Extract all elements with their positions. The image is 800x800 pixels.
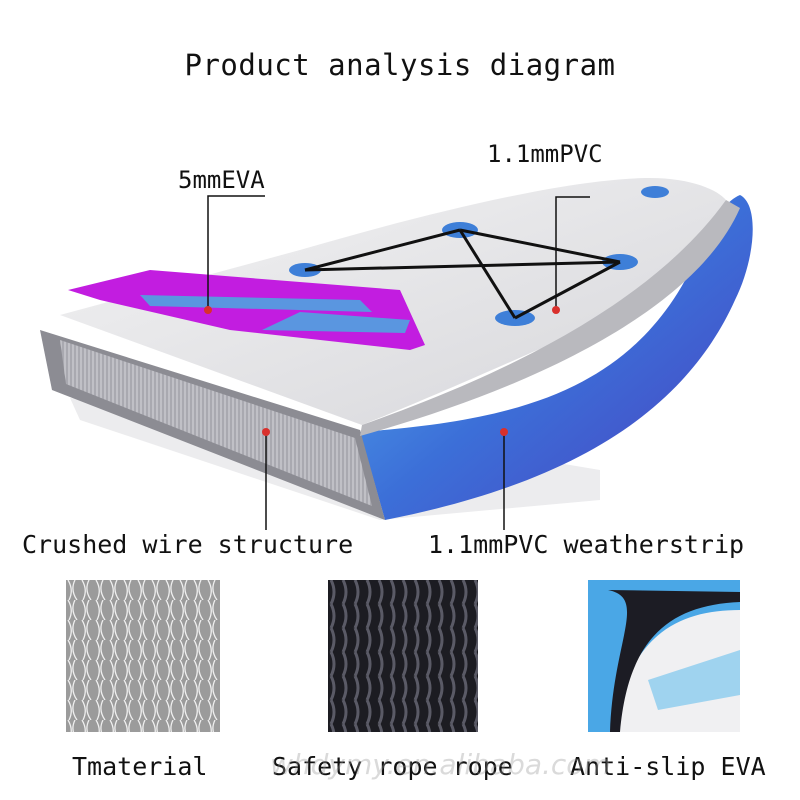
watermark: whdymy.en.alibaba.com: [270, 748, 611, 781]
pvc-weatherstrip-rail: [360, 195, 753, 520]
eva-stripe-1: [140, 295, 372, 312]
label-5mm-eva: 5mmEVA: [178, 166, 265, 194]
fiber-material-icon: [66, 580, 220, 732]
label-crushed-wire: Crushed wire structure: [22, 530, 354, 559]
deck-edge: [360, 200, 740, 436]
label-pvc: 1.1mmPVC: [487, 140, 603, 168]
caption-anti-slip-eva: Anti-slip EVA: [570, 752, 766, 781]
caption-tmaterial: Tmaterial: [72, 752, 208, 781]
caption-safety-rope: Safety rope rope: [272, 752, 513, 781]
wire-core: [60, 340, 372, 506]
rope-coil-icon: [328, 580, 478, 732]
bungee-rope: [304, 228, 621, 320]
eva-pad-icon: [588, 580, 740, 732]
eva-stripe-2: [262, 312, 410, 333]
leader-lines: [207, 195, 590, 530]
page-title: Product analysis diagram: [184, 48, 616, 82]
marker-dots: [204, 306, 560, 436]
label-weatherstrip: 1.1mmPVC weatherstrip: [428, 530, 745, 559]
